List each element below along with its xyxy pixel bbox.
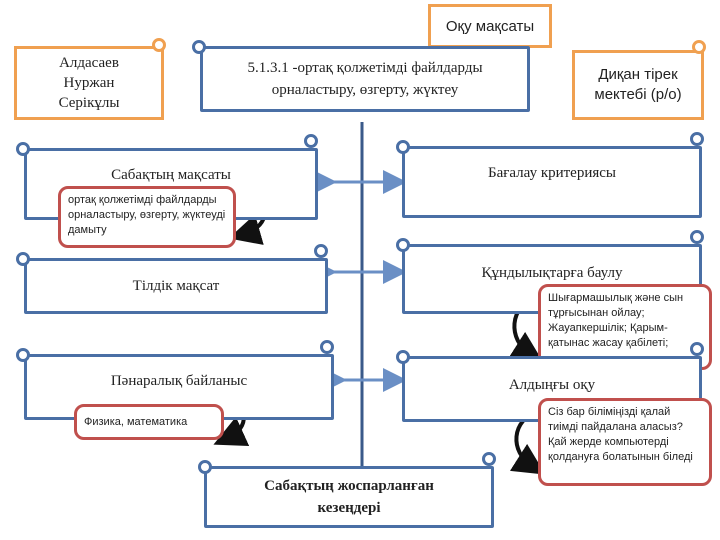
curl-icon [320, 340, 334, 354]
language-goal-box: Тілдік мақсат [24, 258, 328, 314]
prior-note-text: Сіз бар біліміңізді қалай тиімді пайдала… [548, 406, 693, 463]
curl-icon [16, 142, 30, 156]
curl-icon [314, 244, 328, 258]
cross-link-label: Пәнаралық байланыс [110, 373, 248, 389]
curl-icon [304, 134, 318, 148]
goal-tag-label: Оқу мақсаты [445, 17, 535, 35]
lesson-goal-note: ортақ қолжетімді файлдарды орналастыру, … [58, 186, 236, 248]
planned-stages-box: Сабақтың жоспарланған кезеңдері [204, 466, 494, 528]
school-box: Диқан тірек мектебі (р/о) [572, 50, 704, 120]
prior-note: Сіз бар біліміңізді қалай тиімді пайдала… [538, 398, 712, 486]
language-goal-label: Тілдік мақсат [132, 277, 220, 294]
curl-icon [192, 40, 206, 54]
curl-icon [16, 252, 30, 266]
curl-icon [690, 230, 704, 244]
curl-icon [198, 460, 212, 474]
goal-tag: Оқу мақсаты [428, 4, 552, 48]
author-line-3: Серікұлы [58, 95, 120, 111]
curl-icon [152, 38, 166, 52]
curl-icon [690, 132, 704, 146]
values-note: Шығармашылық және сын тұрғысынан ойлау; … [538, 284, 712, 370]
lesson-goal-label: Сабақтың мақсаты [111, 167, 231, 183]
cross-link-note-text: Физика, математика [84, 415, 188, 428]
curl-icon [396, 350, 410, 364]
criteria-box: Бағалау критериясы [402, 146, 702, 218]
cross-link-note: Физика, математика [74, 404, 224, 440]
prior-label: Алдыңғы оқу [508, 377, 596, 393]
lesson-goal-note-text: ортақ қолжетімді файлдарды орналастыру, … [68, 194, 226, 236]
values-label: Құндылықтарға баулу [481, 265, 623, 281]
school-line-2: мектебі (р/о) [594, 86, 682, 103]
school-line-1: Диқан тірек [598, 66, 678, 83]
author-line-1: Алдасаев [59, 55, 119, 71]
curl-icon [16, 348, 30, 362]
author-box: Алдасаев Нуржан Серікұлы [14, 46, 164, 120]
curl-icon [396, 140, 410, 154]
values-note-text: Шығармашылық және сын тұрғысынан ойлау; … [548, 292, 684, 349]
criteria-label: Бағалау критериясы [487, 165, 617, 181]
curl-icon [482, 452, 496, 466]
curl-icon [690, 342, 704, 356]
curl-icon [692, 40, 706, 54]
objective-box: 5.1.3.1 -ортақ қолжетімді файлдарды орна… [200, 46, 530, 112]
author-line-2: Нуржан [63, 75, 115, 91]
curl-icon [396, 238, 410, 252]
planned-stages-label: Сабақтың жоспарланған кезеңдері [264, 478, 434, 516]
objective-text: 5.1.3.1 -ортақ қолжетімді файлдарды орна… [247, 60, 483, 98]
